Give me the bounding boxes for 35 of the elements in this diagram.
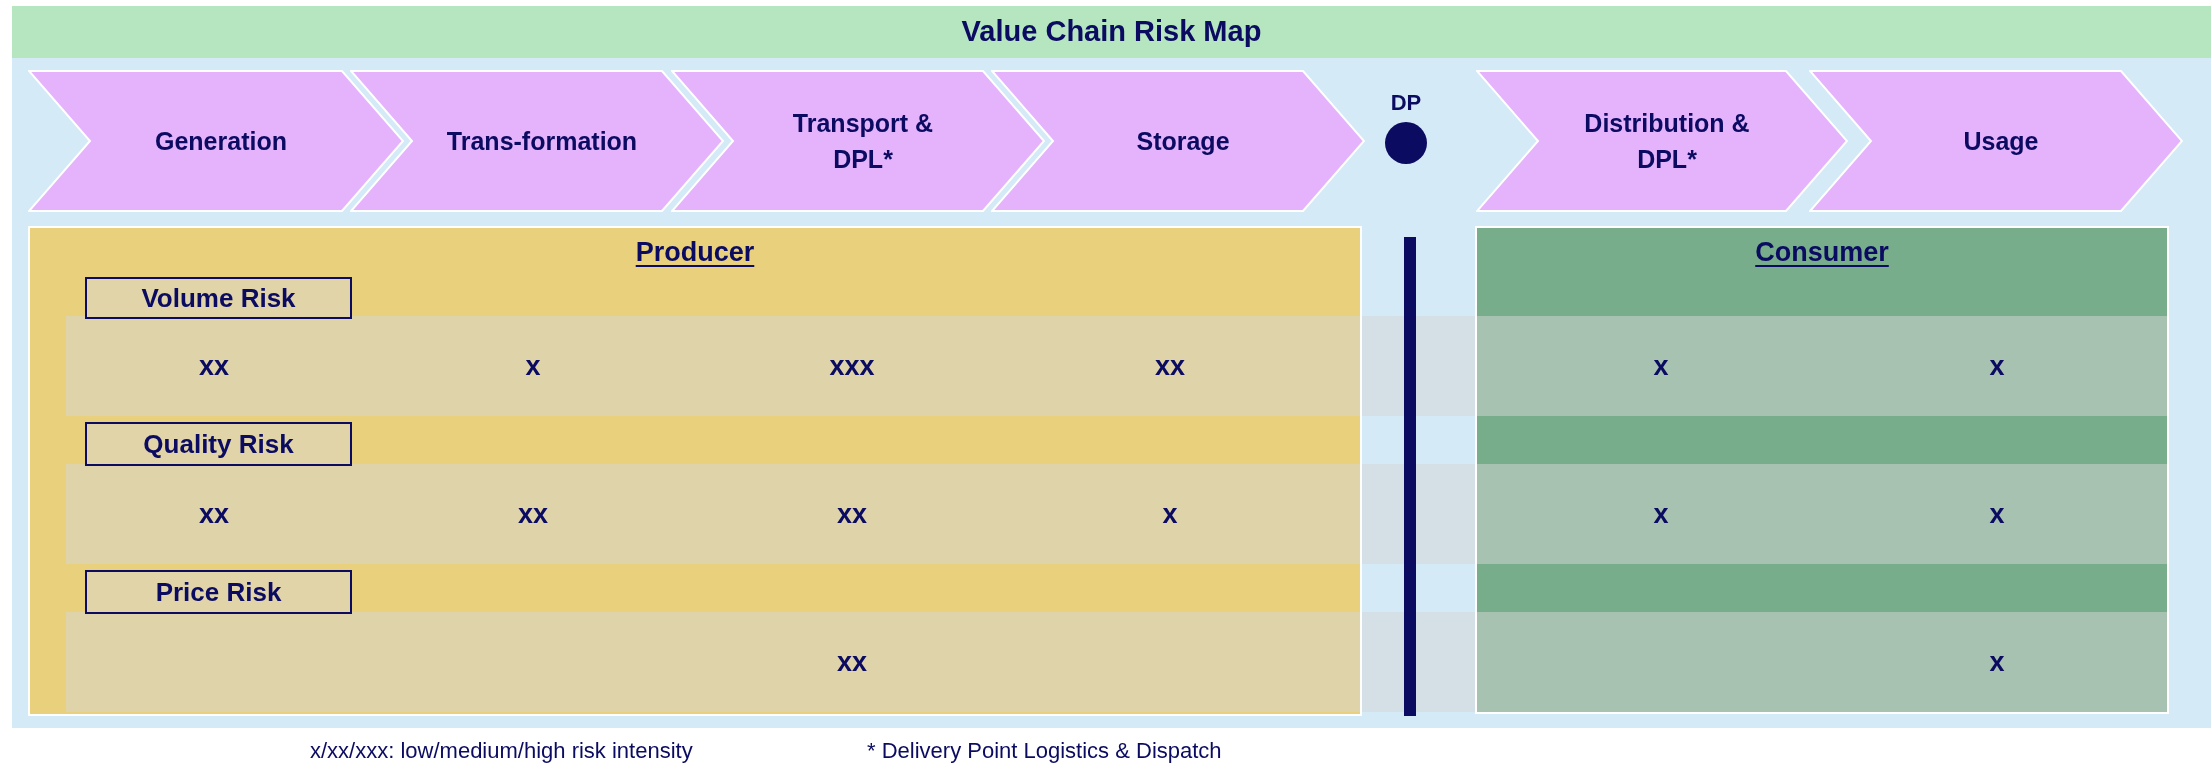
risk-intensity-value: xx (836, 497, 867, 531)
value-chain-stage (671, 70, 1045, 212)
risk-intensity-value: xx (836, 645, 867, 679)
risk-intensity-value: xxx (829, 349, 875, 383)
risk-intensity-value: x (1653, 349, 1669, 383)
stage-label: Usage (1963, 126, 2039, 157)
risk-intensity-value: x (1989, 497, 2005, 531)
value-chain-stage (1809, 70, 2183, 212)
risk-intensity-value: xx (1154, 349, 1185, 383)
delivery-point-label: DP (1390, 90, 1422, 116)
diagram-title: Value Chain Risk Map (961, 14, 1262, 50)
risk-intensity-value: x (1989, 645, 2005, 679)
risk-intensity-value: x (1653, 497, 1669, 531)
value-chain-stage (991, 70, 1365, 212)
value-chain-stage (1476, 70, 1848, 212)
risk-intensity-value: x (1989, 349, 2005, 383)
stage-label: Transport & DPL* (791, 108, 935, 175)
panel-heading: Producer (635, 236, 755, 269)
risk-intensity-value: x (1162, 497, 1178, 531)
risk-category-label: Price Risk (85, 570, 352, 614)
footnote: * Delivery Point Logistics & Dispatch (867, 738, 1222, 764)
stage-label: Trans-formation (446, 126, 638, 157)
stage-label: Distribution & DPL* (1583, 108, 1751, 175)
risk-category-label: Quality Risk (85, 422, 352, 466)
risk-intensity-value: x (525, 349, 541, 383)
risk-intensity-value: xx (198, 349, 229, 383)
risk-intensity-value: xx (517, 497, 548, 531)
panel-heading: Consumer (1755, 236, 1889, 269)
footnote: x/xx/xxx: low/medium/high risk intensity (310, 738, 693, 764)
stage-label: Generation (155, 126, 287, 157)
value-chain-stage (28, 70, 404, 212)
stage-label: Storage (1136, 126, 1230, 157)
value-chain-stage (350, 70, 724, 212)
risk-category-label: Volume Risk (85, 277, 352, 319)
risk-intensity-value: xx (198, 497, 229, 531)
